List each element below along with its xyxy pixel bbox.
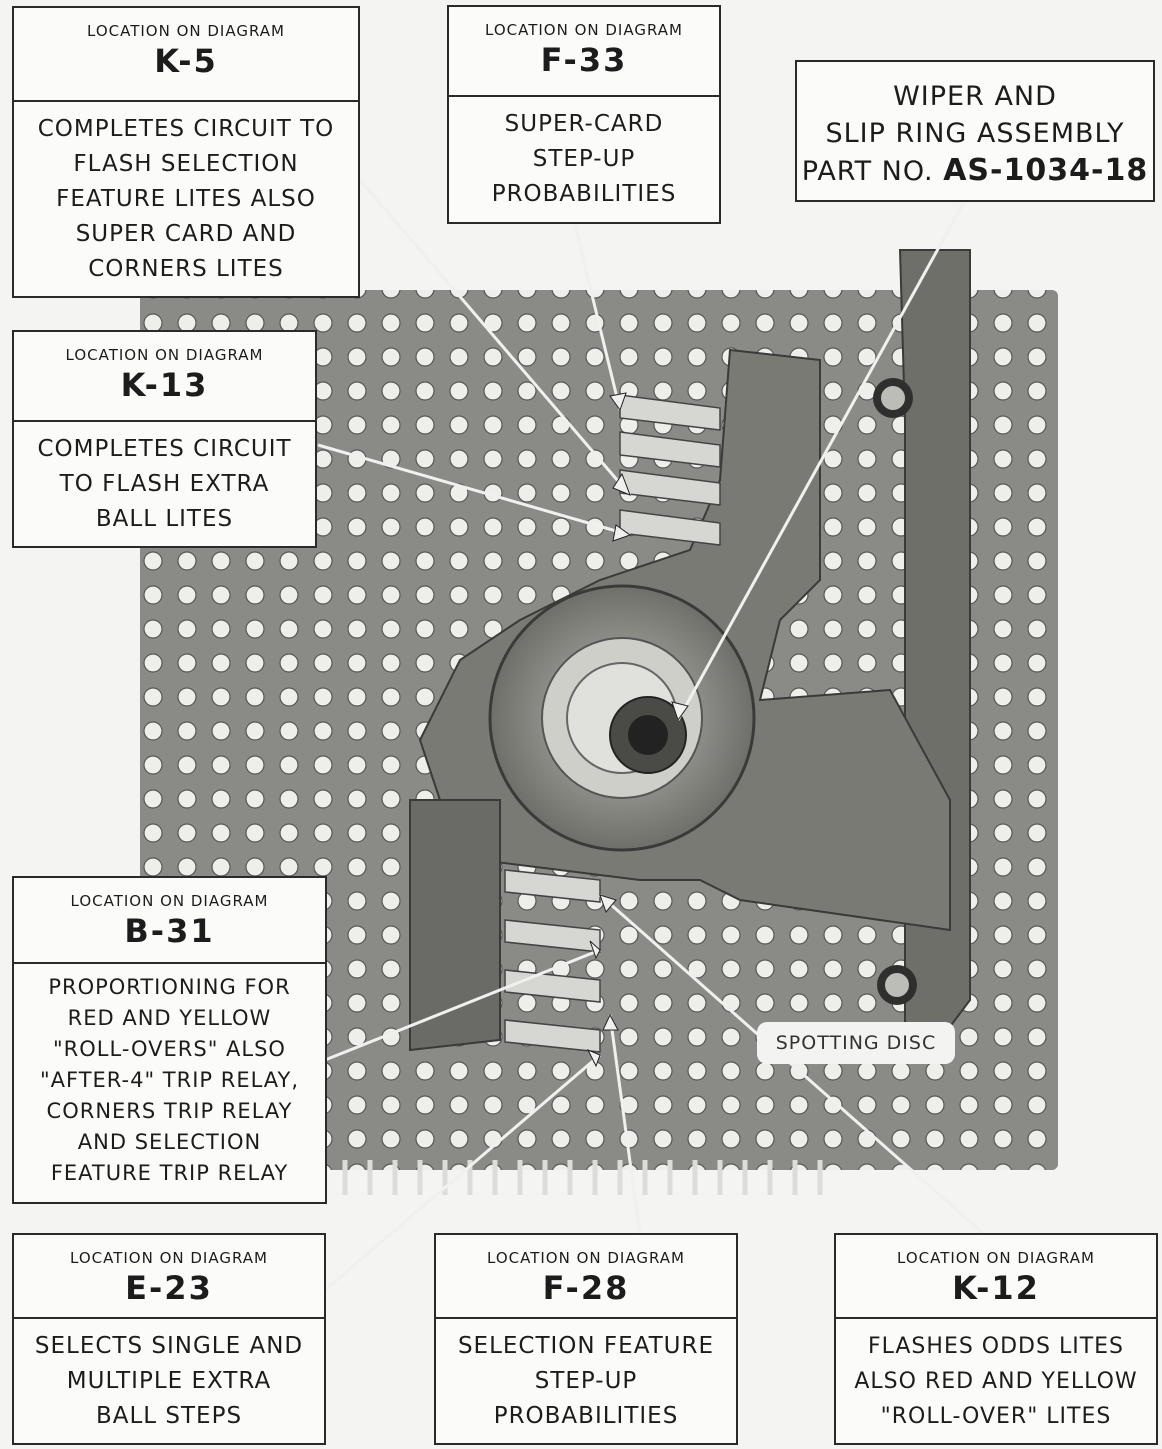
callout-description: SELECTION FEATURE STEP-UP PROBABILITIES [457,1333,715,1429]
diagram-code: K-13 [120,366,209,404]
wiper-line1: WIPER AND [893,81,1057,112]
diagram-code: F-28 [542,1269,630,1307]
pointer-lines [317,179,986,1292]
lower-arm [409,799,501,1052]
pointer-arrowheads [586,392,689,1068]
location-label: LOCATION ON DIAGRAM [65,346,264,364]
wiper-assembly-label: WIPER AND SLIP RING ASSEMBLY PART NO. AS… [795,60,1155,202]
diagram-code: F-33 [540,41,628,79]
callout-description: PROPORTIONING FOR RED AND YELLOW "ROLL-O… [39,975,300,1185]
part-number-line: PART NO. AS-1034-18 [797,152,1153,190]
callout-f33: LOCATION ON DIAGRAM F-33 SUPER-CARD STEP… [447,5,721,224]
callout-description: FLASHES ODDS LITES ALSO RED AND YELLOW "… [854,1334,1138,1429]
callout-description: COMPLETES CIRCUIT TO FLASH SELECTION FEA… [37,116,335,282]
callout-f28: LOCATION ON DIAGRAM F-28 SELECTION FEATU… [434,1233,738,1445]
callout-description: COMPLETES CIRCUIT TO FLASH EXTRA BALL LI… [37,436,292,532]
callout-e23: LOCATION ON DIAGRAM E-23 SELECTS SINGLE … [12,1233,326,1445]
wiper-blades [504,394,721,1053]
spotting-disc-label: SPOTTING DISC [757,1022,955,1064]
location-label: LOCATION ON DIAGRAM [485,21,683,39]
contact-comb [342,1160,823,1195]
callout-description: SELECTS SINGLE AND MULTIPLE EXTRA BALL S… [34,1333,304,1429]
callout-k5: LOCATION ON DIAGRAM K-5 COMPLETES CIRCUI… [12,6,360,298]
diagram-code: E-23 [125,1269,213,1307]
diagram-code: B-31 [124,912,215,950]
part-prefix: PART NO. [801,156,934,187]
part-number: AS-1034-18 [943,153,1149,188]
diagram-code: K-12 [952,1269,1040,1307]
callout-k12: LOCATION ON DIAGRAM K-12 FLASHES ODDS LI… [834,1233,1158,1445]
location-label: LOCATION ON DIAGRAM [487,1249,685,1267]
location-label: LOCATION ON DIAGRAM [897,1249,1095,1267]
diagram-code: K-5 [154,42,218,80]
location-label: LOCATION ON DIAGRAM [87,22,285,40]
wiper-line2: SLIP RING ASSEMBLY [825,118,1125,149]
location-label: LOCATION ON DIAGRAM [70,892,269,910]
callout-description: SUPER-CARD STEP-UP PROBABILITIES [491,111,677,207]
location-label: LOCATION ON DIAGRAM [70,1249,268,1267]
callout-k13: LOCATION ON DIAGRAM K-13 COMPLETES CIRCU… [12,330,317,548]
callout-b31: LOCATION ON DIAGRAM B-31 PROPORTIONING F… [12,876,327,1204]
